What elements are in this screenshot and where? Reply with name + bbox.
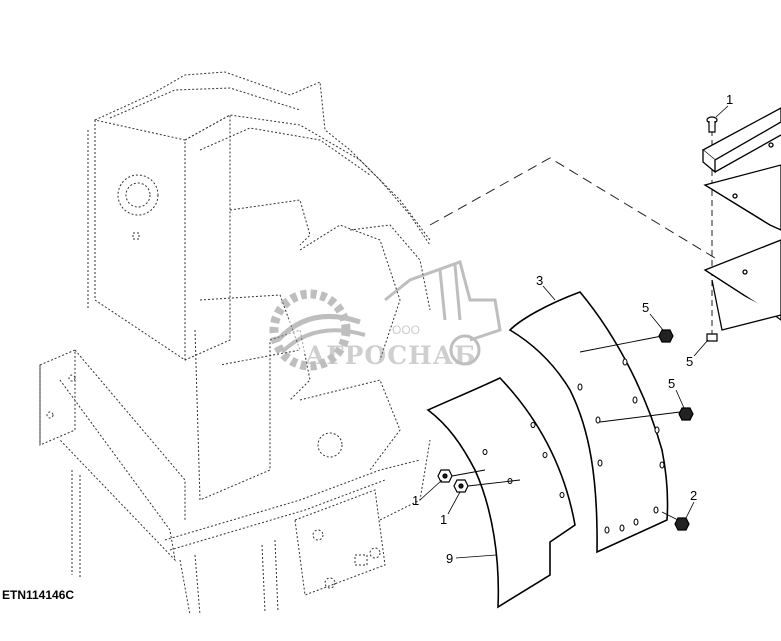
nut-2: [674, 517, 690, 531]
front-fender: [426, 377, 576, 609]
rear-fender: [508, 291, 669, 554]
watermark-prefix: ООО: [392, 323, 420, 337]
nut-bracket: [706, 333, 718, 342]
gear-logo-icon: [269, 289, 366, 371]
nut-5-upper: [658, 329, 674, 343]
watermark: ООО АГРОСНАБ: [269, 260, 502, 371]
bolt-1-left: [437, 469, 453, 483]
callout-part-1-left: 1: [412, 493, 419, 508]
hardware: [437, 329, 694, 531]
dashed-leader-line: [429, 157, 716, 259]
callout-part-1-lower: 1: [440, 512, 447, 527]
callout-part-5-bracket: 5: [686, 354, 693, 369]
callout-part-3: 3: [536, 273, 543, 288]
callout-part-5-upper: 5: [642, 300, 649, 315]
harvester-logo-icon: [384, 260, 502, 366]
callout-part-5-mid: 5: [668, 376, 675, 391]
callout-part-2: 2: [690, 488, 697, 503]
callout-part-9: 9: [446, 551, 453, 566]
mounting-bracket: [701, 107, 781, 331]
machine-frame-ghost: [39, 71, 431, 616]
callout-part-1-top: 1: [726, 92, 733, 107]
watermark-company-name: АГРОСНАБ: [305, 341, 476, 370]
rear-fender-holes: [577, 358, 665, 534]
bolt-1-right: [453, 479, 469, 493]
figure-id: ETN114146C: [2, 588, 75, 602]
bolt-top: [706, 116, 718, 133]
nut-5-mid: [678, 407, 694, 421]
callout-labels: 1 5 5 3 5 1 1 2 9: [412, 92, 733, 566]
